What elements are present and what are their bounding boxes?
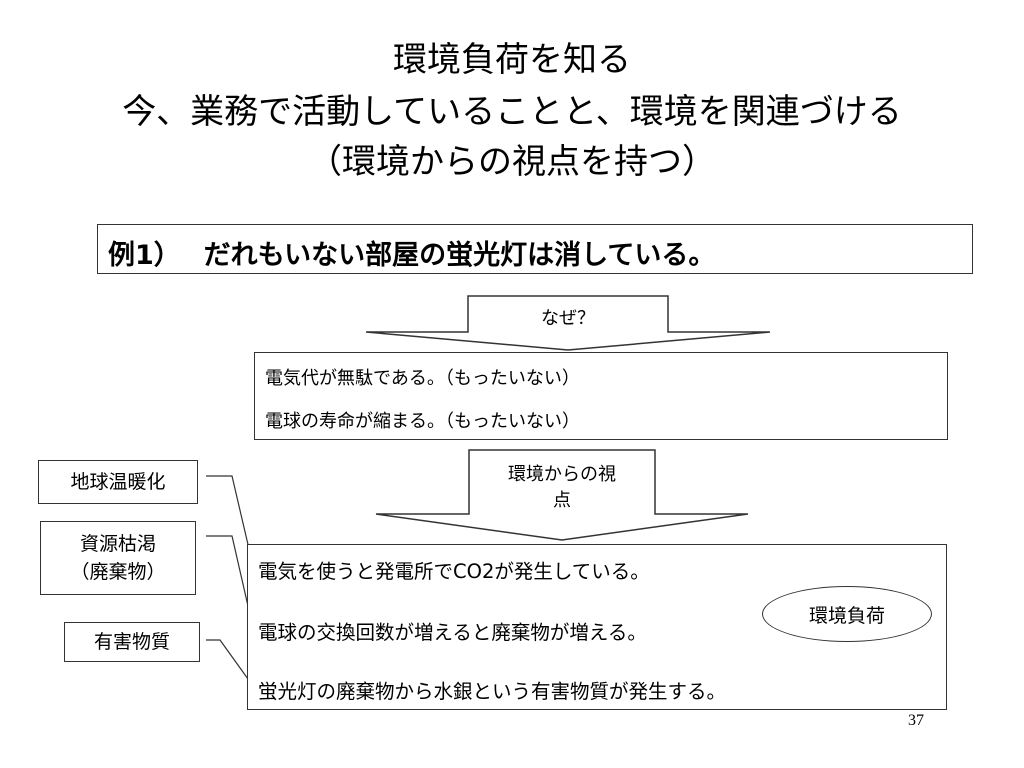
- impact-item: 電球の交換回数が増えると廃棄物が増える。: [258, 621, 647, 644]
- env-load-ellipse: 環境負荷: [762, 586, 932, 642]
- example-text: 例1） だれもいない部屋の蛍光灯は消している。: [108, 240, 716, 271]
- connector-global-warming: [206, 475, 254, 567]
- arrow-label-line: 環境からの視: [508, 464, 616, 485]
- page-subtitle-note: （環境からの視点を持つ）: [308, 142, 716, 182]
- arrow-label-line: 点: [553, 490, 571, 511]
- impact-item: 蛍光灯の廃棄物から水銀という有害物質が発生する。: [258, 680, 727, 703]
- reason-item: 電気代が無駄である。（もったいない）: [265, 368, 580, 389]
- page-subtitle: 今、業務で活動していることと、環境を関連づける: [122, 92, 902, 132]
- label-resource-line: （廃棄物）: [70, 561, 166, 583]
- connector-resource: [206, 535, 254, 629]
- reason-item: 電球の寿命が縮まる。（もったいない）: [265, 411, 580, 432]
- impact-item: 電気を使うと発電所でCO2が発生している。: [258, 560, 650, 583]
- page-number: 37: [908, 712, 924, 729]
- page-title: 環境負荷を知る: [393, 40, 631, 80]
- reason-box: 電気代が無駄である。（もったいない） 電球の寿命が縮まる。（もったいない）: [254, 352, 948, 440]
- arrow-label-env-view: 環境からの視 点: [469, 462, 655, 514]
- connector-hazardous: [206, 639, 254, 687]
- label-hazardous: 有害物質: [64, 622, 200, 662]
- arrow-down-why: [365, 295, 771, 351]
- arrow-down-env-view: [375, 449, 749, 541]
- label-resource-depletion: 資源枯渇 （廃棄物）: [40, 521, 196, 595]
- label-global-warming: 地球温暖化: [38, 460, 198, 504]
- example-box: 例1） だれもいない部屋の蛍光灯は消している。: [97, 224, 973, 274]
- arrow-label-why: なぜ？: [541, 308, 595, 329]
- label-resource-line: 資源枯渇: [79, 533, 156, 555]
